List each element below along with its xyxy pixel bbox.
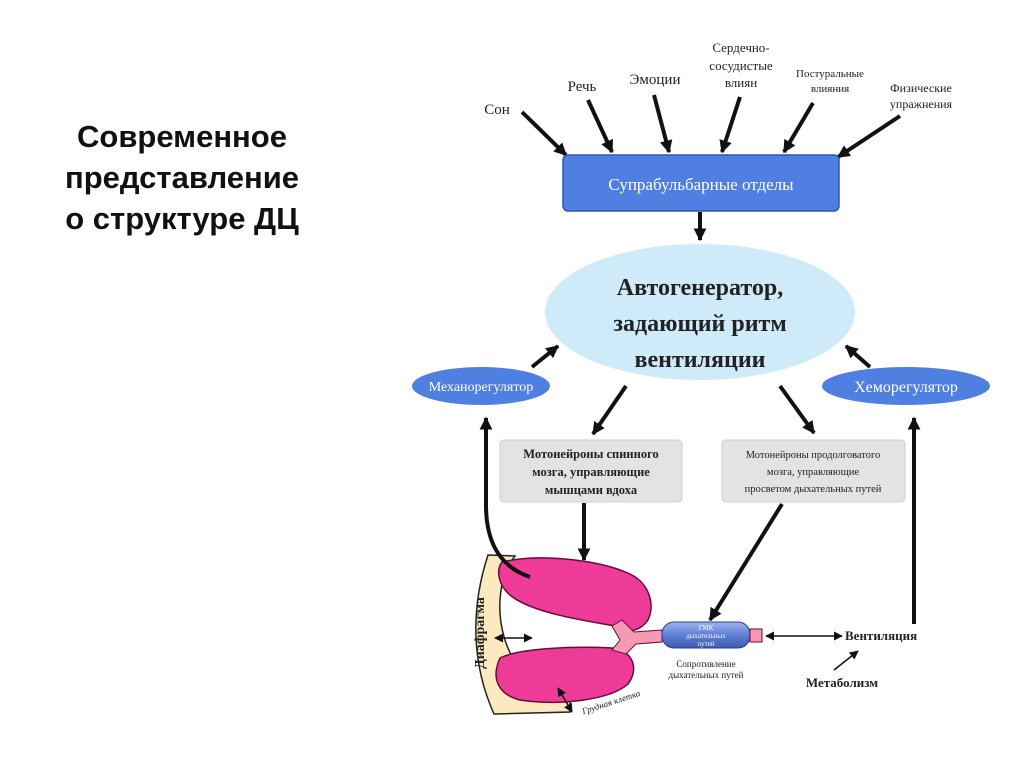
lower-lung <box>495 646 635 704</box>
input-sleep-label: Сон <box>484 102 510 118</box>
title-line-3: о структуре ДЦ <box>65 201 299 236</box>
svg-text:Автогенератор,: Автогенератор, <box>617 275 783 301</box>
svg-text:дыхательных путей: дыхательных путей <box>669 670 744 680</box>
bronchus <box>611 619 663 655</box>
medulla-motoneurons-box <box>721 439 906 503</box>
airway-resistance-label: Сопротивление дыхательных путей <box>669 659 744 680</box>
smooth-muscle-label: ГМК дыхательных путей <box>686 624 726 648</box>
mechanoregulator-label: Механорегулятор <box>429 380 534 395</box>
arrow-sleep <box>520 110 568 157</box>
generator-output-arrows <box>591 384 816 436</box>
svg-text:влияния: влияния <box>811 83 849 95</box>
input-exercise-label: Физические упражнения <box>890 81 953 111</box>
ventilation-label: Вентиляция <box>845 628 917 643</box>
upper-lung <box>497 557 652 632</box>
arrow-generator-to-medulla <box>778 384 816 435</box>
svg-text:влиян: влиян <box>725 75 757 90</box>
svg-text:упражнения: упражнения <box>890 97 953 111</box>
arrow-cardio <box>719 96 742 154</box>
svg-text:Мотонейроны спинного: Мотонейроны спинного <box>523 447 658 461</box>
spinal-motoneurons-label: Мотонейроны спинного мозга, управляющие … <box>523 447 658 497</box>
chest-movement-arrow <box>557 687 573 713</box>
arrow-mechano-to-generator <box>530 344 560 369</box>
arrow-postural <box>782 101 815 154</box>
autogenerator-ellipse <box>545 244 855 380</box>
movement-arrows <box>494 631 859 713</box>
arrow-speech <box>586 99 614 154</box>
diaphragm-label: Диафрагма <box>473 597 488 669</box>
arrow-generator-to-spinal <box>591 384 628 436</box>
svg-text:мозга, управляющие: мозга, управляющие <box>767 467 859 478</box>
spinal-motoneurons-box <box>499 439 683 503</box>
regulator-arrows <box>530 344 872 369</box>
svg-text:просветом дыхательных путей: просветом дыхательных путей <box>745 484 882 495</box>
chemoregulator-ellipse <box>822 367 990 405</box>
svg-text:Постуральные: Постуральные <box>796 68 864 80</box>
title-line-2: представление <box>64 160 300 195</box>
suprabulbar-box <box>562 154 840 212</box>
input-cardio-label: Сердечно- сосудистые влиян <box>709 40 773 90</box>
input-speech-label: Речь <box>568 79 597 95</box>
svg-text:Сердечно-: Сердечно- <box>712 40 769 55</box>
svg-text:путей: путей <box>697 640 714 648</box>
lungs-illustration <box>475 554 763 715</box>
arrow-lungs-to-mechanoregulator <box>479 416 531 579</box>
medulla-motoneurons-label: Мотонейроны продолговатого мозга, управл… <box>745 450 882 495</box>
autogenerator-label: Автогенератор, задающий ритм вентиляции <box>613 275 786 373</box>
airway-tube <box>749 628 763 643</box>
svg-text:сосудистые: сосудистые <box>709 58 773 73</box>
svg-text:ГМК: ГМК <box>699 624 714 632</box>
svg-text:мозга, управляющие: мозга, управляющие <box>532 465 650 479</box>
mechanoregulator-ellipse <box>412 367 550 405</box>
svg-text:Мотонейроны продолговатого: Мотонейроны продолговатого <box>746 450 881 461</box>
suprabulbar-label: Супрабульбарные отделы <box>608 175 794 194</box>
title-line-1: Современное <box>77 119 287 154</box>
page-title: Современное представление о структуре ДЦ <box>22 116 342 239</box>
metabolism-label: Метаболизм <box>806 675 878 690</box>
input-arrows <box>520 94 902 159</box>
svg-text:вентиляции: вентиляции <box>635 347 766 373</box>
svg-text:дыхательных: дыхательных <box>686 632 726 640</box>
svg-text:Физические: Физические <box>890 81 952 95</box>
control-arrows <box>479 416 921 624</box>
arrow-chemo-to-generator <box>844 344 872 369</box>
arrow-emotions <box>652 94 673 154</box>
arrow-exercise <box>836 114 902 159</box>
arrow-medulla-to-airway <box>708 502 784 622</box>
svg-text:Сопротивление: Сопротивление <box>676 659 735 669</box>
input-emotions-label: Эмоции <box>630 72 681 88</box>
metabolism-arrow <box>833 650 859 671</box>
svg-text:задающий ритм: задающий ритм <box>613 311 786 337</box>
chemoregulator-label: Хеморегулятор <box>854 379 958 396</box>
input-postural-label: Постуральные влияния <box>796 68 864 95</box>
svg-text:мышцами вдоха: мышцами вдоха <box>545 483 638 497</box>
